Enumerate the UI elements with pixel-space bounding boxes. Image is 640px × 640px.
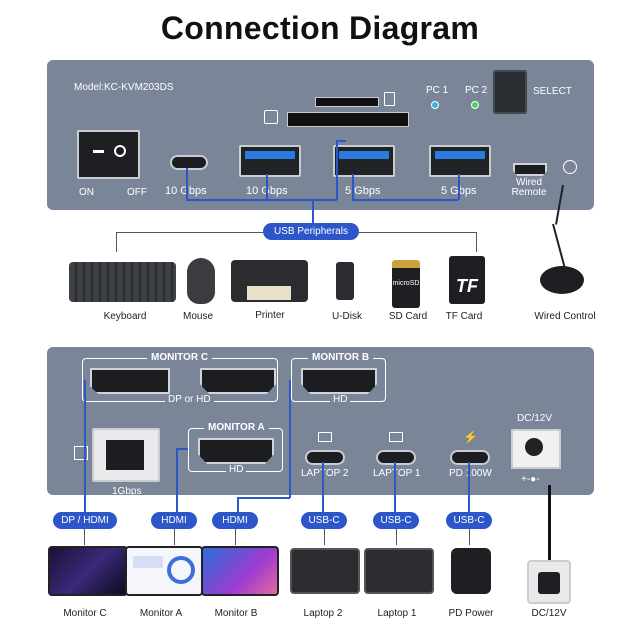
device-laptop-1-label: Laptop 1 [377,608,417,619]
peripheral-wired-control-label: Wired Control [534,311,596,322]
remote-cable-2 [552,223,566,267]
monitor-c-image [48,546,128,596]
u-disk-icon [336,262,354,300]
peripheral-printer-label: Printer [255,310,285,321]
laptop-1-label: LAPTOP 1 [373,468,421,479]
usb-peripherals-badge: USB Peripherals [263,223,359,240]
keyboard-icon [69,262,176,302]
sd-card-icon [264,110,278,124]
pd-power-image [451,548,491,594]
power-switch[interactable] [77,130,140,179]
device-monitor-c-label: Monitor C [63,608,107,619]
laptop-2-icon [318,432,332,442]
usb-a-port-3[interactable] [429,145,491,177]
dc-polarity-icon: +-●- [521,474,540,485]
wired-control-icon [540,266,584,294]
pd-label: PD 100W [449,468,492,479]
pc2-led [471,101,479,109]
wired-remote-label: Wired Remote [511,177,547,198]
pc1-led [431,101,439,109]
laptop-1-image [364,548,434,594]
device-pd-power-label: PD Power [448,608,494,619]
on-label: ON [79,187,94,198]
tag-usbc-laptop-1: USB-C [373,512,419,529]
tf-card-device: TF [449,256,485,304]
pc1-label: PC 1 [426,85,449,96]
peripheral-keyboard-label: Keyboard [103,311,147,322]
select-label: SELECT [533,86,572,97]
monitor-b-hd-label: HD [330,394,351,405]
pd-usb-c-port[interactable] [450,450,490,465]
device-dc-label: DC/12V [531,608,567,619]
peripheral-tfcard-label: TF Card [445,311,483,322]
mouse-icon [187,258,215,304]
monitor-b-hdmi-port[interactable] [301,368,377,394]
laptop-2-label: LAPTOP 2 [301,468,349,479]
remote-jack-icon [563,160,577,174]
monitor-a-hdmi-port[interactable] [198,438,274,464]
tag-usbc-laptop-2: USB-C [301,512,347,529]
network-icon [74,446,88,460]
monitor-b-label: MONITOR B [308,352,374,363]
usb-a-port-2[interactable] [333,145,395,177]
tag-hdmi-monitor-a: HDMI [151,512,197,529]
speed-label-1: 10 Gbps [165,185,207,197]
speed-label-3: 5 Gbps [345,185,381,197]
device-monitor-b-label: Monitor B [214,608,258,619]
peripheral-udisk-label: U-Disk [332,311,362,322]
laptop-1-usb-c-port[interactable] [376,450,416,465]
laptop-2-usb-c-port[interactable] [305,450,345,465]
lan-speed-label: 1Gbps [112,486,142,497]
tag-hdmi-monitor-b: HDMI [212,512,258,529]
monitor-a-label: MONITOR A [204,422,269,433]
device-monitor-a-label: Monitor A [139,608,183,619]
peripheral-sdcard-label: SD Card [388,311,428,322]
select-button[interactable] [493,70,527,114]
tf-card-icon [384,92,395,106]
laptop-2-image [290,548,360,594]
dc-cable [548,485,551,567]
laptop-1-icon [389,432,403,442]
tag-dp-hdmi: DP / HDMI [53,512,117,529]
usb-a-port-1[interactable] [239,145,301,177]
peripheral-mouse-label: Mouse [182,311,213,322]
tag-usbc-pd: USB-C [446,512,492,529]
monitor-a-hd-label: HD [226,464,247,475]
dc-port[interactable] [511,429,561,469]
displayport-port[interactable] [90,368,170,394]
monitor-b-image [201,546,279,596]
wired-remote-port[interactable] [513,163,547,176]
pc2-label: PC 2 [465,85,488,96]
dc-adapter-image [527,560,571,604]
lightning-icon: ⚡ [463,430,478,444]
dp-or-hd-label: DP or HD [165,394,214,405]
monitor-c-label: MONITOR C [147,352,213,363]
sd-card-text: microSD [392,280,420,287]
tf-card-slot[interactable] [315,97,379,107]
sd-card-slot[interactable] [287,112,409,127]
printer-icon [231,260,308,302]
monitor-a-image [125,546,203,596]
page-title: Connection Diagram [160,10,480,46]
tf-card-text: TF [456,276,478,296]
model-label: Model:KC-KVM203DS [74,82,174,93]
sd-card-device: microSD [392,260,420,308]
dc-label: DC/12V [517,413,553,424]
off-label: OFF [127,187,147,198]
device-laptop-2-label: Laptop 2 [303,608,343,619]
usb-c-port[interactable] [170,155,208,170]
lan-port[interactable] [92,428,160,482]
monitor-c-hdmi-port[interactable] [200,368,276,394]
